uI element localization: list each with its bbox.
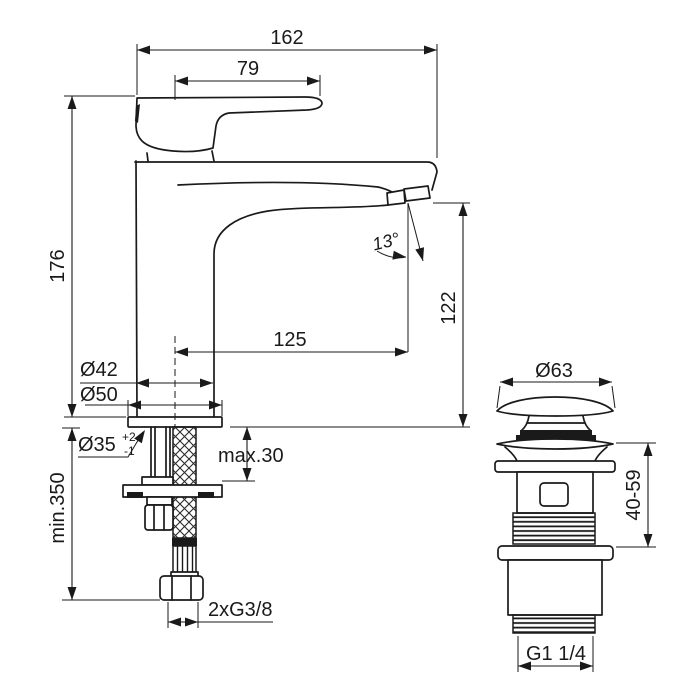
dim-max-deck-thickness: max.30: [218, 445, 284, 467]
dim-spout-angle: 13°: [370, 229, 401, 255]
arrowhead: [307, 76, 320, 86]
hose-ferrule: [172, 545, 197, 574]
waste-cap: [496, 396, 614, 417]
arrowhead: [67, 96, 77, 109]
arrowhead: [209, 400, 222, 410]
ext-176: [64, 95, 135, 418]
arrowhead: [128, 400, 141, 410]
arrowhead: [580, 661, 593, 671]
waste-flange: [496, 438, 614, 450]
flange-neck: [504, 446, 608, 462]
dim-outlet-thread: G1 1/4: [526, 643, 586, 665]
stem-ring-1: [520, 430, 592, 435]
mounting-stud: [150, 426, 171, 506]
arrowhead: [168, 617, 181, 627]
lock-nut-flange: [497, 545, 614, 561]
overflow-window: [539, 482, 569, 507]
arrowhead: [67, 587, 77, 600]
bracket-foot-left: [127, 492, 143, 498]
arrowhead: [643, 443, 653, 456]
dim-clamping-range: 40-59: [623, 469, 645, 520]
arrowhead: [500, 377, 513, 387]
arrowhead: [415, 247, 424, 261]
arrowhead: [242, 427, 252, 440]
dim-hole-tolerance-upper: +2: [122, 430, 136, 444]
stud-hex-nut: [144, 504, 174, 531]
dim-supply-connection: 2xG3/8: [208, 599, 272, 621]
ext-d50: [127, 400, 223, 416]
aerator: [386, 185, 431, 206]
cartridge-neck: [146, 150, 215, 162]
arrowhead: [643, 534, 653, 547]
dim-cap-diameter: Ø63: [535, 360, 573, 382]
arrowhead: [458, 414, 468, 427]
arrowhead: [67, 428, 77, 441]
ext-d63: [496, 385, 616, 409]
ext-min350: [62, 427, 160, 601]
waste-lower-body: [507, 559, 603, 616]
ext-162: [136, 44, 438, 158]
dim-hole-diameter: Ø35: [78, 434, 116, 456]
dim-min-hose-length: min.350: [47, 472, 69, 543]
stem-ring-2: [516, 435, 596, 441]
dim-base-diameter: Ø50: [80, 384, 118, 406]
bracket-step: [146, 496, 173, 506]
waste-stem: [520, 415, 592, 432]
seal-washer: [494, 460, 616, 473]
arrowhead: [136, 378, 149, 388]
arrowhead: [134, 430, 145, 444]
arrowhead: [458, 203, 468, 216]
basin-mixer-side-view: [122, 96, 438, 601]
outlet-thread: [512, 614, 596, 634]
arrowhead: [395, 347, 408, 357]
dim-spout-reach: 125: [273, 329, 306, 351]
dim-hole-tolerance-lower: -1: [124, 444, 135, 458]
arrowhead: [200, 378, 213, 388]
hose-crimp-band: [172, 538, 197, 546]
dim-handle-length: 79: [237, 58, 259, 80]
pop-up-waste-view: [494, 396, 616, 634]
arrowhead: [599, 377, 612, 387]
ext-g38: [167, 602, 273, 628]
arrowhead: [175, 347, 188, 357]
hose-nut-facets: [171, 575, 192, 601]
arrowhead: [185, 617, 198, 627]
dim-overall-height: 176: [47, 249, 69, 282]
arrowhead: [242, 468, 252, 481]
faucet-body-top: [134, 161, 438, 191]
ext-79: [174, 75, 321, 100]
arrowhead: [392, 250, 406, 260]
braided-hose: [172, 426, 197, 539]
spout-seam-line: [177, 181, 399, 197]
bracket-hub: [141, 476, 174, 486]
arrowhead: [67, 404, 77, 417]
arrowhead: [424, 45, 437, 55]
hose-hex-nut: [159, 575, 204, 601]
faucet-handle: [135, 96, 323, 153]
ext-122: [230, 202, 470, 428]
bracket-foot-right: [198, 492, 214, 498]
faucet-body-left-edge: [135, 160, 138, 418]
ext-4059: [616, 442, 656, 548]
arrowhead: [137, 45, 150, 55]
upper-thread: [512, 512, 596, 545]
dim-body-diameter: Ø42: [80, 359, 118, 381]
handle-edge-shadow: [135, 104, 140, 123]
stud-nut-facets: [153, 504, 165, 531]
arrowhead: [518, 661, 531, 671]
arrowhead: [175, 76, 188, 86]
spout-underside: [213, 204, 389, 418]
dim-overall-length: 162: [270, 27, 303, 49]
dim-spout-height: 122: [438, 291, 460, 324]
dimension-annotations: 162 79 176 122 125 13° Ø4: [47, 27, 656, 672]
